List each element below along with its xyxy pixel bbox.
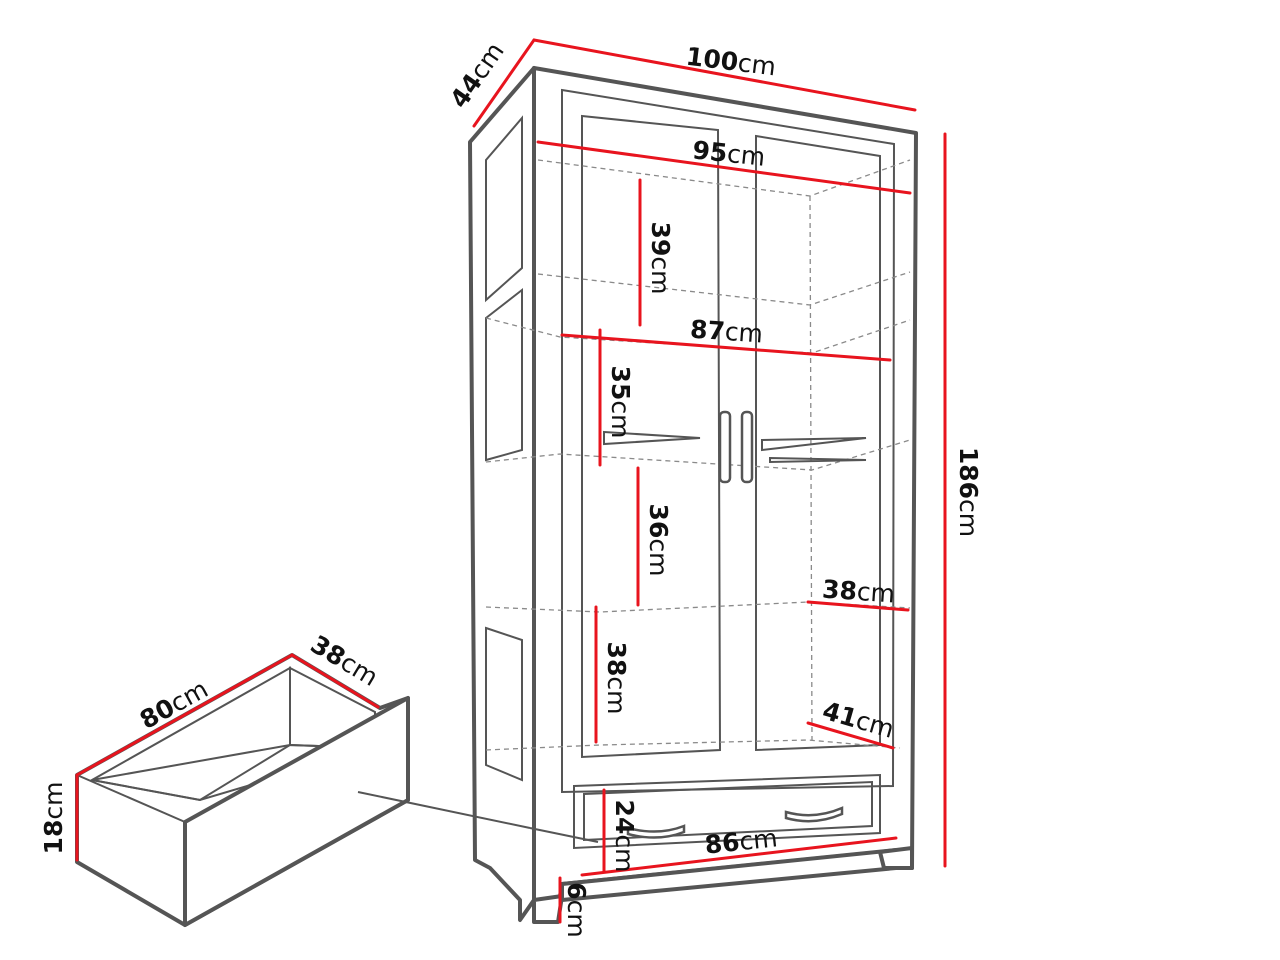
label-drawer-front-width: 86cm: [703, 823, 779, 859]
cabinet-dimension-lines: [472, 38, 947, 924]
shelf-3: [485, 439, 911, 471]
left-door-handle-icon: [718, 410, 732, 484]
drawer-front-inner: [583, 780, 873, 842]
shelf-glint-right-2: [769, 456, 867, 464]
left-door: [581, 114, 722, 759]
shelf-bottom: [485, 739, 901, 751]
dim-line-shelf-depth: [806, 600, 910, 612]
label-compartment-3: 36cm: [644, 504, 673, 577]
dim-line-drawer-depth: [290, 653, 380, 709]
label-inner-width: 95cm: [691, 135, 767, 171]
side-recess-middle: [485, 287, 523, 462]
cabinet-top-edge: [533, 67, 917, 134]
dim-line-drawer-front-width: [580, 836, 898, 877]
dim-line-drawer-width: [75, 653, 294, 777]
label-drawer-front-height: 24cm: [610, 800, 639, 873]
door-frame: [561, 88, 896, 794]
label-compartment-4: 38cm: [602, 642, 631, 715]
front-right-leg: [878, 846, 914, 870]
label-shelf-depth: 38cm: [821, 575, 896, 609]
front-left-leg: [532, 894, 564, 924]
drawer-handle-left-icon: [626, 824, 686, 839]
dim-line-inner-width: [536, 140, 912, 195]
dim-line-bottom-depth: [806, 721, 895, 750]
dim-line-shelf-width: [560, 333, 892, 362]
label-compartment-2: 35cm: [606, 366, 635, 439]
drawer-handle-right-icon: [784, 806, 844, 823]
drawer-leader-line: [357, 791, 531, 829]
cabinet-back-edge: [809, 195, 813, 741]
dim-line-width: [532, 38, 917, 112]
drawer-left-top-edge: [76, 774, 186, 823]
shelf-glint-left: [603, 430, 701, 446]
drawer-front: [573, 773, 881, 850]
cabinet-shelves: [485, 159, 911, 751]
side-recess-lower: [485, 626, 523, 782]
side-recess-upper: [485, 115, 523, 303]
drawer-dimension-lines: [75, 653, 380, 862]
label-width: 100cm: [684, 42, 777, 82]
cabinet-side-panel: [468, 66, 536, 922]
right-door-handle-icon: [740, 410, 754, 484]
label-shelf-width: 87cm: [689, 315, 764, 349]
dim-line-depth: [472, 38, 536, 128]
label-drawer-height: 18cm: [39, 782, 68, 855]
drawer-leader-line-ext: [529, 827, 599, 843]
shelf-glint-right: [761, 437, 867, 452]
cabinet-drawing: [468, 66, 918, 924]
label-height: 186cm: [954, 447, 983, 537]
label-leg-height: 6cm: [562, 882, 591, 938]
drawer-front-panel: [183, 696, 410, 927]
label-compartment-1: 39cm: [646, 222, 675, 295]
label-depth: 44cm: [444, 37, 510, 113]
